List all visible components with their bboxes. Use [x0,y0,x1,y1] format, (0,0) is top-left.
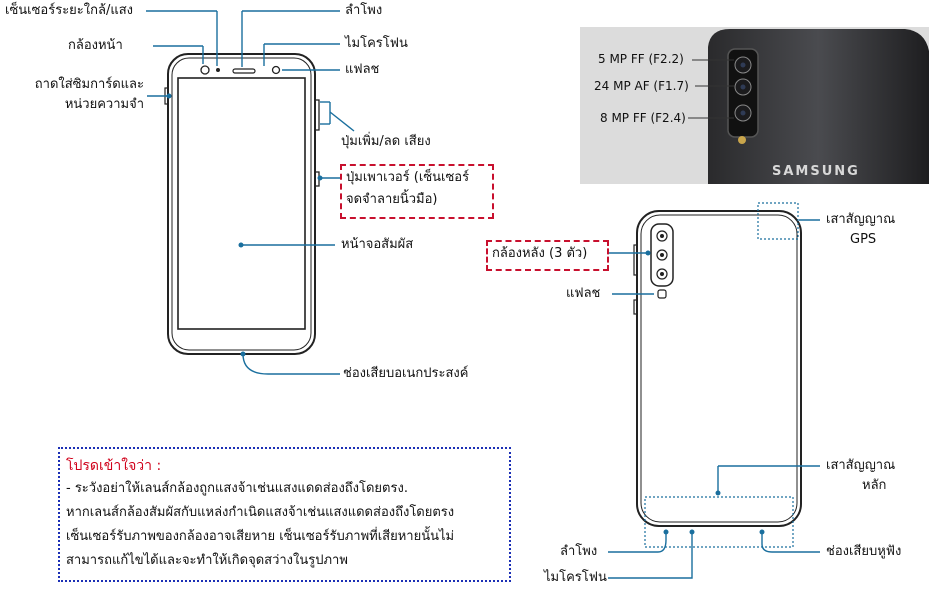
caution-note-box: โปรดเข้าใจว่า : - ระวังอย่าให้เลนส์กล้อง… [58,447,511,582]
caution-note-line: สามารถแก้ไขได้และจะทำให้เกิดจุดสว่างในรู… [66,553,348,568]
label-multipurpose-jack: ช่องเสียบอเนกประสงค์ [343,366,469,381]
front-leader-lines [146,10,355,375]
front-leader-dots [166,93,323,357]
caution-note-line: เซ็นเซอร์รับภาพของกล้องอาจเสียหาย เซ็นเซ… [66,529,455,544]
label-rear-camera: กล้องหลัง (3 ตัว) [492,246,588,261]
label-volume-key: ปุ่มเพิ่ม/ลด เสียง [341,134,431,149]
label-front-speaker: ลำโพง [345,3,383,18]
back-antenna-areas [644,202,799,548]
back-leader-dots [645,250,765,535]
caution-note-line: - ระวังอย่าให้เลนส์กล้องถูกแสงจ้าเช่นแสง… [66,481,408,496]
label-sim-tray-2: หน่วยความจำ [64,97,144,112]
label-power-key-2: จดจำลายนิ้วมือ) [346,192,438,207]
label-touchscreen: หน้าจอสัมผัส [341,237,414,252]
caution-note-line: หากเลนส์กล้องสัมผัสกับแหล่งกำเนิดแสงจ้าเ… [66,505,455,520]
label-back-flash: แฟลช [566,286,601,301]
label-power-key-1: ปุ่มเพาเวอร์ (เซ็นเซอร์ [346,170,470,185]
camera-label-5mp: 5 MP FF (F2.2) [598,52,684,66]
camera-label-8mp: 8 MP FF (F2.4) [600,111,686,125]
front-phone-outline [164,53,320,355]
camera-closeup-photo: 5 MP FF (F2.2) 24 MP AF (F1.7) 8 MP FF (… [580,27,929,184]
back-leader-lines [608,219,820,579]
caution-note-title: โปรดเข้าใจว่า : [66,458,162,474]
samsung-logo: SAMSUNG [772,164,860,179]
camera-label-24mp: 24 MP AF (F1.7) [594,79,689,93]
label-front-camera: กล้องหน้า [68,38,123,53]
label-earpiece-jack: ช่องเสียบหูฟัง [826,544,902,559]
label-gps-antenna-1: เสาสัญญาณ [826,212,896,227]
label-main-antenna-2: หลัก [862,478,887,493]
label-back-microphone: ไมโครโฟน [544,570,607,585]
rear-camera-highlight-box [486,240,609,271]
camera-closeup-drawing [580,27,929,184]
back-phone-outline [633,210,802,527]
power-key-highlight-box [340,164,494,219]
label-main-antenna-1: เสาสัญญาณ [826,458,896,473]
label-sim-tray-1: ถาดใส่ซิมการ์ดและ [34,77,144,92]
label-gps-antenna-2: GPS [850,232,877,247]
label-front-microphone: ไมโครโฟน [345,36,408,51]
label-proximity-sensor: เซ็นเซอร์ระยะใกล้/แสง [5,3,134,18]
label-front-flash: แฟลช [345,62,380,77]
label-back-speaker: ลำโพง [560,544,598,559]
